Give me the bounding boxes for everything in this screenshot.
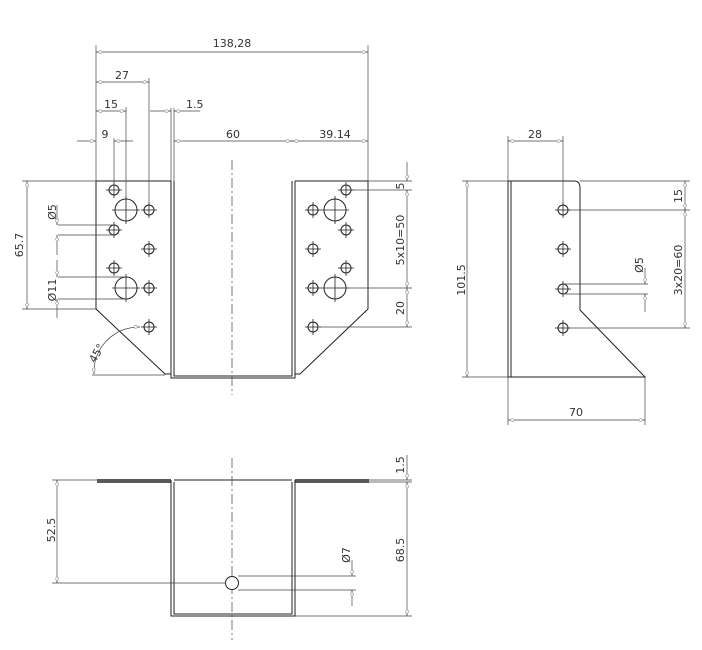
small-hole bbox=[106, 222, 122, 238]
small-hole bbox=[305, 241, 321, 257]
dim-small-hole-dia: Ø5 bbox=[46, 204, 59, 220]
dim-9: 9 bbox=[102, 128, 109, 141]
channel-outline bbox=[170, 181, 296, 379]
dim-hole-spacing: 5x10=50 bbox=[394, 215, 407, 266]
channel-section bbox=[170, 480, 296, 617]
dim-height-65-7: 65.7 bbox=[13, 233, 26, 258]
dim-15: 15 bbox=[104, 98, 118, 111]
dim-5: 5 bbox=[394, 183, 407, 190]
side-view: 28 101.5 70 15 3x20=60 Ø5 bbox=[455, 128, 690, 425]
small-hole bbox=[305, 280, 321, 296]
small-hole bbox=[338, 222, 354, 238]
dim-overall-width: 138,28 bbox=[213, 37, 252, 50]
small-hole bbox=[141, 241, 157, 257]
dim-top-1-5: 1.5 bbox=[394, 456, 407, 474]
top-view: 52.5 1.5 68.5 Ø7 bbox=[45, 455, 412, 640]
dim-large-hole-dia: Ø11 bbox=[46, 279, 59, 302]
dim-hole-7: Ø7 bbox=[340, 547, 353, 563]
dim-angle-45: 45° bbox=[86, 342, 107, 365]
side-holes bbox=[555, 202, 571, 336]
small-hole bbox=[555, 241, 571, 257]
dim-60: 60 bbox=[226, 128, 240, 141]
dim-28: 28 bbox=[528, 128, 542, 141]
dim-52-5: 52.5 bbox=[45, 518, 58, 543]
small-hole bbox=[338, 260, 354, 276]
front-holes bbox=[106, 182, 354, 335]
small-hole bbox=[106, 260, 122, 276]
hole-7 bbox=[225, 576, 239, 590]
small-hole bbox=[555, 281, 571, 297]
dim-height-101-5: 101.5 bbox=[455, 264, 468, 296]
large-hole bbox=[112, 274, 140, 302]
side-plate-outline bbox=[507, 180, 647, 378]
small-hole bbox=[141, 280, 157, 296]
left-flange bbox=[97, 479, 171, 483]
dim-39-14: 39.14 bbox=[319, 128, 351, 141]
large-hole bbox=[321, 196, 349, 224]
dim-side-15: 15 bbox=[672, 189, 685, 203]
front-view: 138,28 27 15 1.5 9 60 39.14 65.7 Ø5 bbox=[13, 37, 412, 395]
small-hole bbox=[305, 202, 321, 218]
right-flange bbox=[295, 479, 369, 483]
dim-side-hole-spacing: 3x20=60 bbox=[672, 245, 685, 296]
dim-70: 70 bbox=[569, 406, 583, 419]
small-hole bbox=[141, 319, 157, 335]
dim-68-5: 68.5 bbox=[394, 538, 407, 563]
dim-1-5: 1.5 bbox=[186, 98, 204, 111]
dim-27: 27 bbox=[115, 69, 129, 82]
right-plate-outline bbox=[295, 180, 369, 375]
dim-side-hole-dia: Ø5 bbox=[633, 257, 646, 273]
dim-20: 20 bbox=[394, 301, 407, 315]
